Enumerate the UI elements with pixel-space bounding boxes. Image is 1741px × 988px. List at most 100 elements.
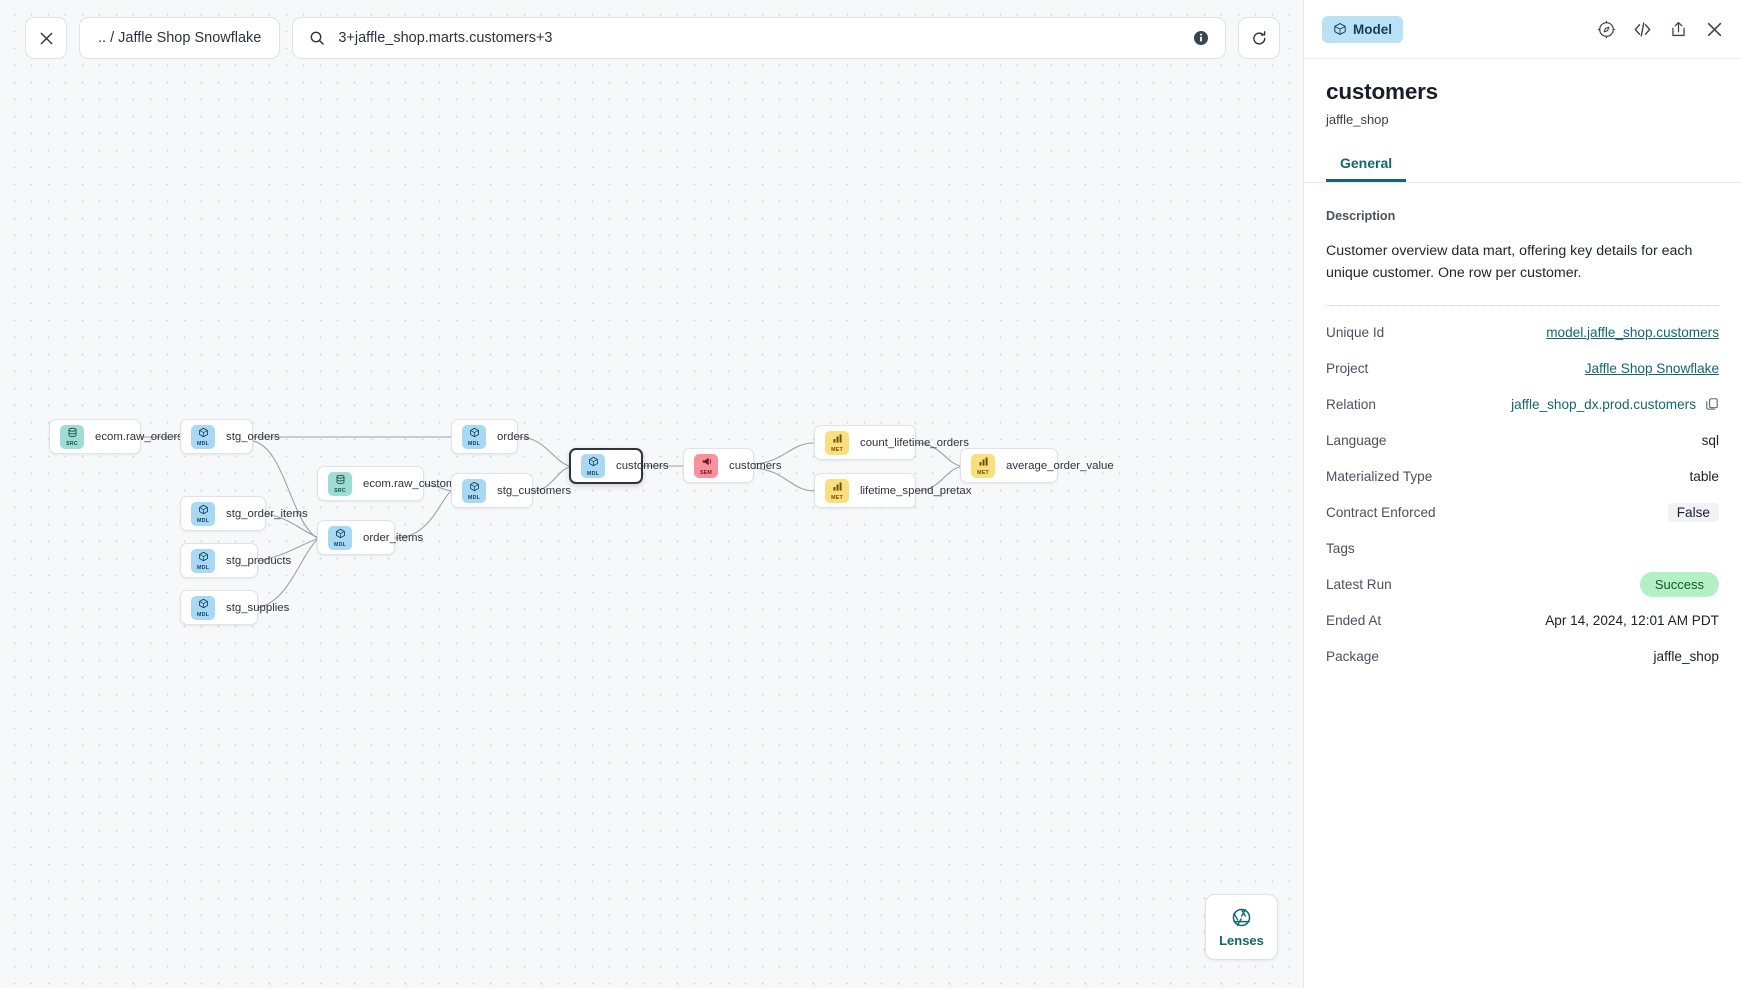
graph-node-label: orders (497, 430, 530, 443)
close-icon (40, 32, 52, 44)
graph-node-label: order_items (363, 531, 424, 544)
detail-row-value[interactable]: jaffle_shop_dx.prod.customers (1511, 396, 1696, 412)
lineage-graph-canvas[interactable]: .. / Jaffle Shop Snowflake 3+jaffle_shop… (0, 0, 1303, 988)
graph-toolbar: .. / Jaffle Shop Snowflake 3+jaffle_shop… (25, 17, 1281, 59)
detail-row-value: Apr 14, 2024, 12:01 AM PDT (1545, 612, 1719, 628)
tab-general[interactable]: General (1326, 155, 1406, 182)
detail-panel: Model (1303, 0, 1741, 988)
detail-row-key: Unique Id (1326, 324, 1385, 340)
graph-node-label: customers (616, 460, 669, 472)
detail-row-value-wrap: False (1667, 502, 1719, 522)
description-text: Customer overview data mart, offering ke… (1326, 243, 1693, 281)
detail-row-key: Package (1326, 648, 1379, 664)
detail-row-key: Relation (1326, 396, 1376, 412)
detail-row-key: Materialized Type (1326, 468, 1433, 484)
refresh-graph-button[interactable] (1238, 17, 1281, 59)
detail-row-value-wrap: Jaffle Shop Snowflake (1585, 361, 1719, 376)
panel-body: Description Customer overview data mart,… (1304, 183, 1741, 988)
detail-row: Relation jaffle_shop_dx.prod.customers (1326, 386, 1719, 422)
graph-node-label: customers (729, 459, 782, 472)
panel-toolbar: Model (1304, 0, 1741, 59)
close-panel-icon[interactable] (1701, 16, 1727, 42)
lenses-button[interactable]: Lenses (1205, 894, 1278, 960)
detail-row-key: Tags (1326, 540, 1355, 556)
graph-node-count_lifetime_orders[interactable]: MET count_lifetime_orders (814, 425, 969, 460)
description-label: Description (1326, 209, 1396, 223)
explore-icon[interactable] (1593, 16, 1619, 42)
detail-row-value-wrap: jaffle_shop_dx.prod.customers (1511, 397, 1719, 412)
detail-row-value: sql (1701, 432, 1719, 448)
node-type-badge-src-icon: SRC (60, 424, 84, 449)
graph-node-stg_products[interactable]: MDL stg_products (180, 543, 291, 578)
detail-row-key: Latest Run (1326, 576, 1392, 592)
detail-row-value: jaffle_shop (1653, 648, 1719, 664)
refresh-icon (1253, 30, 1266, 45)
detail-row-value-wrap: table (1690, 469, 1719, 484)
graph-search-field[interactable]: 3+jaffle_shop.marts.customers+3 (292, 17, 1227, 59)
graph-node-customers_model[interactable]: MDL customers (569, 448, 669, 484)
graph-node-label: stg_products (226, 554, 292, 567)
copy-icon[interactable] (1705, 397, 1719, 411)
graph-node-label: stg_supplies (226, 601, 290, 614)
graph-node-stg_supplies[interactable]: MDL stg_supplies (180, 590, 289, 625)
node-type-badge-met-icon: MET (971, 453, 995, 478)
detail-row: Latest Run Success (1326, 566, 1719, 602)
detail-row-value-wrap: model.jaffle_shop.customers (1546, 325, 1719, 340)
node-type-badge-mdl-icon: MDL (191, 424, 215, 449)
graph-node-lifetime_spend_pretax[interactable]: MET lifetime_spend_pretax (814, 473, 971, 508)
detail-row: Project Jaffle Shop Snowflake (1326, 350, 1719, 386)
detail-row-value-wrap: jaffle_shop (1653, 649, 1719, 664)
detail-row-value-wrap: sql (1702, 433, 1719, 448)
detail-row-value[interactable]: Jaffle Shop Snowflake (1584, 360, 1719, 376)
node-type-chip[interactable]: Model (1322, 15, 1403, 43)
breadcrumb[interactable]: .. / Jaffle Shop Snowflake (79, 17, 281, 59)
graph-node-stg_order_items[interactable]: MDL stg_order_items (180, 496, 308, 531)
page-subtitle: jaffle_shop (1326, 112, 1389, 127)
code-icon[interactable] (1629, 16, 1655, 42)
graph-node-label: stg_orders (226, 430, 280, 443)
search-input-value[interactable]: 3+jaffle_shop.marts.customers+3 (338, 30, 553, 46)
detail-row-value-wrap: Apr 14, 2024, 12:01 AM PDT (1545, 613, 1719, 628)
tab-general-label: General (1340, 155, 1393, 171)
section-divider (1326, 305, 1719, 306)
search-icon (310, 31, 325, 45)
graph-node-stg_orders[interactable]: MDL stg_orders (180, 419, 280, 454)
panel-tabs: General (1304, 155, 1741, 183)
page-title: customers (1326, 79, 1438, 104)
detail-row: Unique Id model.jaffle_shop.customers (1326, 314, 1719, 350)
graph-node-label: average_order_value (1006, 459, 1114, 472)
detail-row-value-wrap: Success (1639, 571, 1719, 597)
detail-row-key: Project (1326, 360, 1369, 376)
graph-node-label: stg_customers (497, 484, 572, 497)
detail-row-value: False (1667, 502, 1719, 522)
detail-row: Package jaffle_shop (1326, 638, 1719, 674)
graph-node-label: lifetime_spend_pretax (860, 484, 972, 497)
graph-edges (141, 436, 961, 609)
info-circle-icon[interactable] (1193, 30, 1209, 46)
graph-node-label: count_lifetime_orders (860, 436, 969, 449)
graph-node-label: stg_order_items (226, 507, 308, 520)
detail-row-value[interactable]: model.jaffle_shop.customers (1546, 324, 1719, 340)
close-graph-button[interactable] (25, 17, 67, 59)
node-type-badge-mdl-icon: MDL (581, 454, 605, 478)
node-type-badge-met-icon: MET (825, 478, 849, 503)
node-type-label: Model (1353, 21, 1392, 37)
detail-row: Materialized Type table (1326, 458, 1719, 494)
node-type-badge-mdl-icon: MDL (191, 501, 215, 526)
graph-node-average_order_value[interactable]: MET average_order_value (960, 448, 1114, 483)
node-type-badge-src-icon: SRC (328, 471, 352, 496)
node-type-badge-mdl-icon: MDL (191, 548, 215, 573)
node-type-badge-met-icon: MET (825, 430, 849, 455)
node-type-badge-mdl-icon: MDL (191, 595, 215, 620)
share-icon[interactable] (1665, 16, 1691, 42)
